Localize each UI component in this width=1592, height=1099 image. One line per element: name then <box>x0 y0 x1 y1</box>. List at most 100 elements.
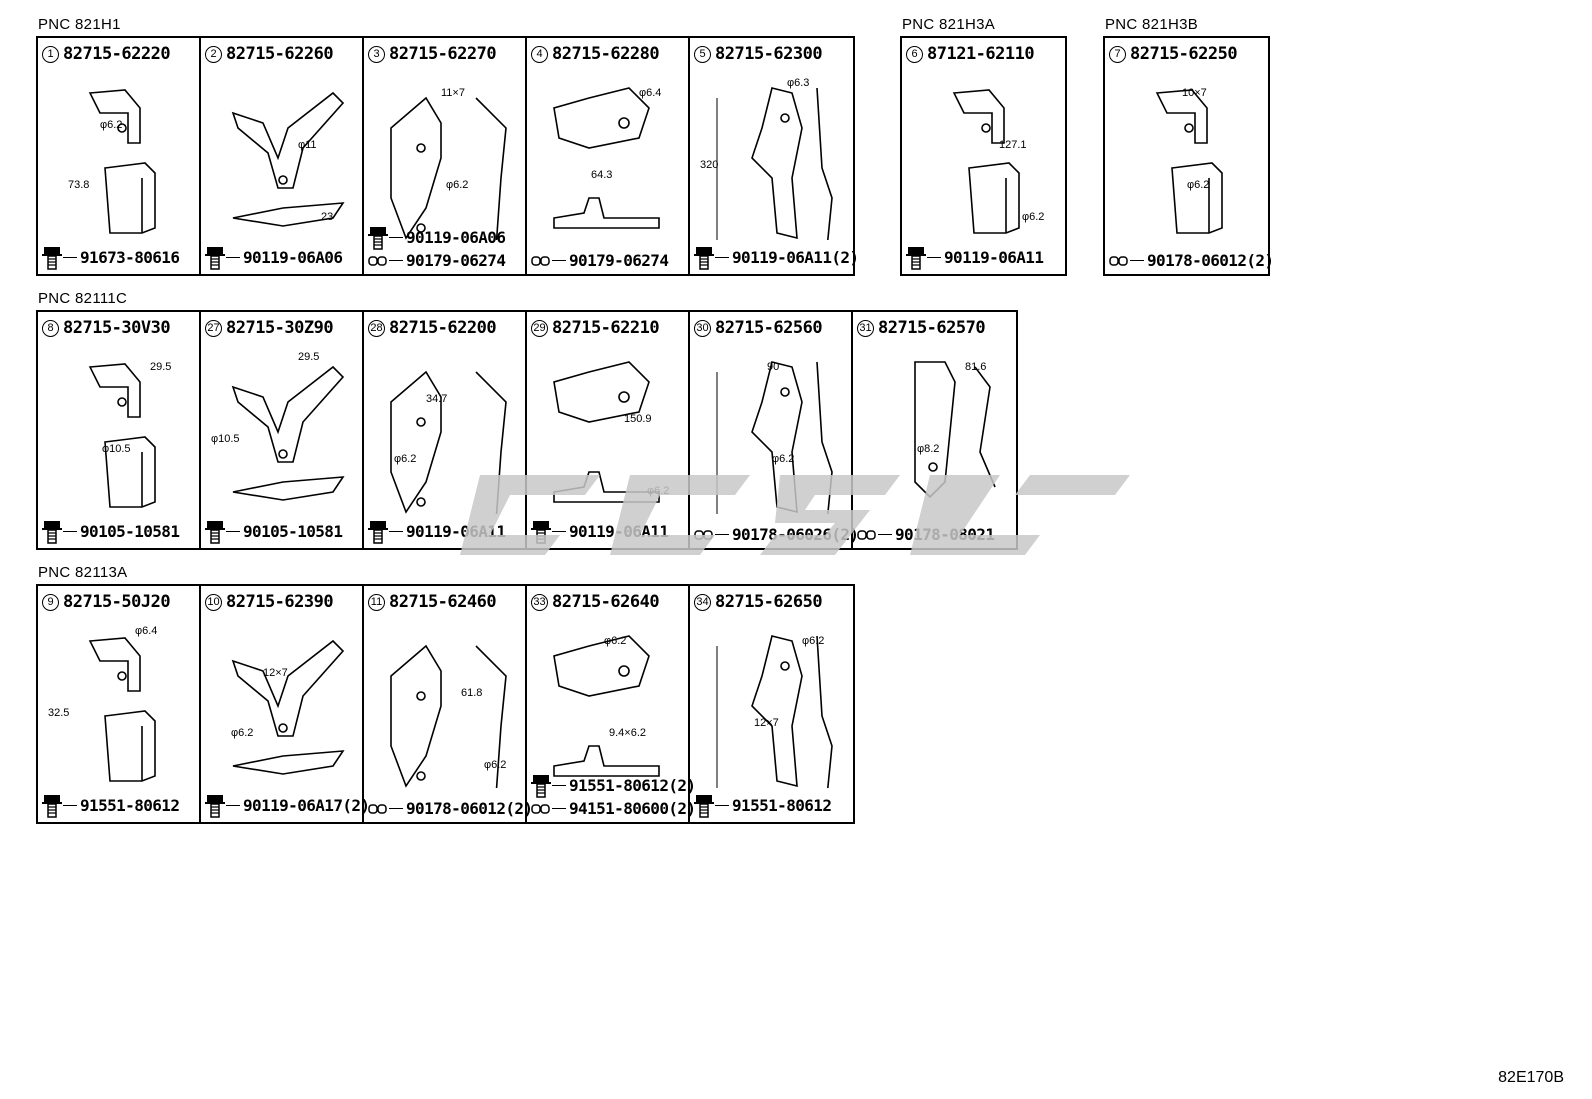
hardware-bolt[interactable]: 90119-06A06 <box>368 224 506 250</box>
callout-number: 5 <box>694 45 711 63</box>
hardware-part-number[interactable]: 90178-06012(2) <box>406 799 533 818</box>
part-number[interactable]: 82715-30Z90 <box>226 318 334 338</box>
hardware-part-number[interactable]: 90119-06A11 <box>406 521 506 541</box>
part-drawing: φ6.273.8 <box>68 89 156 234</box>
hardware-part-number[interactable]: 94151-80600(2) <box>569 799 696 818</box>
part-number[interactable]: 82715-62390 <box>226 592 334 612</box>
hardware-part-number[interactable]: 90119-06A11 <box>944 247 1044 267</box>
hardware-bolt[interactable]: 90119-06A17(2) <box>205 792 370 818</box>
hardware-part-number[interactable]: 90178-08021 <box>895 525 995 544</box>
hardware-bolt[interactable]: 90119-06A11 <box>368 518 506 544</box>
part-number[interactable]: 82715-62260 <box>226 44 334 64</box>
pnc-label-82111c: PNC 82111C <box>38 290 128 307</box>
hardware-part-number[interactable]: 90178-06012(2) <box>1147 251 1274 270</box>
hardware-part-number[interactable]: 91551-80612 <box>80 795 180 815</box>
hardware-part-number[interactable]: 90119-06A11 <box>569 521 669 541</box>
hardware-part-number[interactable]: 90119-06A17(2) <box>243 795 370 815</box>
hardware-bolt[interactable]: 90119-06A11 <box>531 518 669 544</box>
part-number[interactable]: 82715-62300 <box>715 44 823 64</box>
dimension-label: φ6.4 <box>135 625 157 637</box>
hardware-part-number[interactable]: 90105-10581 <box>80 521 180 541</box>
part-number[interactable]: 82715-62280 <box>552 44 660 64</box>
hardware-bolt[interactable]: 90119-06A11(2) <box>694 244 859 270</box>
dimension-label: 73.8 <box>68 179 89 191</box>
clip-nut-icon <box>368 803 387 814</box>
part-number[interactable]: 82715-62220 <box>63 44 171 64</box>
callout-number: 34 <box>694 593 711 611</box>
callout-number: 30 <box>694 319 711 337</box>
part-number[interactable]: 82715-62640 <box>552 592 660 612</box>
hardware-bolt[interactable]: 91551-80612 <box>42 792 180 818</box>
hardware-part-number[interactable]: 91551-80612 <box>732 795 832 815</box>
hardware-bolt[interactable]: 91673-80616 <box>42 244 180 270</box>
hardware-clip[interactable]: 90178-06012(2) <box>368 799 533 818</box>
part-number[interactable]: 82715-62560 <box>715 318 823 338</box>
hardware-part-number[interactable]: 90119-06A06 <box>406 227 506 247</box>
part-number[interactable]: 82715-30V30 <box>63 318 171 338</box>
hardware-clip[interactable]: 90178-06012(2) <box>1109 251 1274 270</box>
hardware-clip[interactable]: 90179-06274 <box>368 251 506 270</box>
hardware-part-number[interactable]: 90105-10581 <box>243 521 343 541</box>
hardware-part-number[interactable]: 91673-80616 <box>80 247 180 267</box>
hardware-clip[interactable]: 90178-08021 <box>857 525 995 544</box>
hardware-part-number[interactable]: 90119-06A06 <box>243 247 343 267</box>
hardware-bolt[interactable]: 90105-10581 <box>205 518 343 544</box>
hardware-part-number[interactable]: 91551-80612(2) <box>569 775 696 795</box>
hardware-bolt[interactable]: 91551-80612 <box>694 792 832 818</box>
dimension-label: φ6.2 <box>446 179 468 191</box>
part-number[interactable]: 82715-62210 <box>552 318 660 338</box>
callout-number: 27 <box>205 319 222 337</box>
hardware-part-number[interactable]: 90178-06026(2) <box>732 525 859 544</box>
hardware-bolt[interactable]: 90119-06A06 <box>205 244 343 270</box>
hardware-clip[interactable]: 90179-06274 <box>531 251 669 270</box>
clip-nut-icon <box>1109 255 1128 266</box>
hardware-bolt[interactable]: 90119-06A11 <box>906 244 1044 270</box>
part-number[interactable]: 87121-62110 <box>927 44 1035 64</box>
hardware-part-number[interactable]: 90179-06274 <box>406 251 506 270</box>
callout-number: 3 <box>368 45 385 63</box>
dimension-label: φ8.2 <box>917 443 939 455</box>
dimension-label: φ10.5 <box>102 443 131 455</box>
part-number[interactable]: 82715-50J20 <box>63 592 171 612</box>
hardware-clip[interactable]: 94151-80600(2) <box>531 799 696 818</box>
part-number[interactable]: 82715-62460 <box>389 592 497 612</box>
part-number[interactable]: 82715-62650 <box>715 592 823 612</box>
clip-nut-icon <box>531 803 550 814</box>
part-number[interactable]: 82715-62570 <box>878 318 986 338</box>
dimension-label: 12×7 <box>263 667 288 679</box>
hardware-clip[interactable]: 90178-06026(2) <box>694 525 859 544</box>
part-number[interactable]: 82715-62200 <box>389 318 497 338</box>
hardware-part-number[interactable]: 90179-06274 <box>569 251 669 270</box>
bolt-icon <box>906 247 926 270</box>
hardware-bolt[interactable]: 91551-80612(2) <box>531 772 696 798</box>
hardware-part-number[interactable]: 90119-06A11(2) <box>732 247 859 267</box>
hardware-bolt[interactable]: 90105-10581 <box>42 518 180 544</box>
part-number[interactable]: 82715-62250 <box>1130 44 1238 64</box>
part-number[interactable]: 82715-62270 <box>389 44 497 64</box>
part-drawing: 127.1φ6.2 <box>952 89 1044 234</box>
